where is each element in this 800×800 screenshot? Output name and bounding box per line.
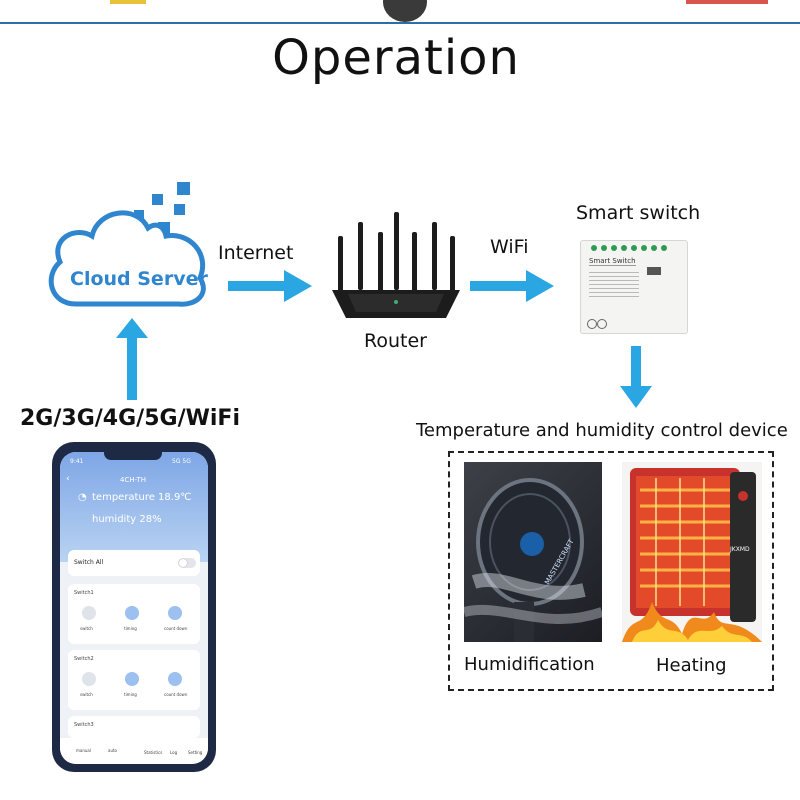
nav-manual[interactable]: manual: [76, 748, 91, 753]
nav-log[interactable]: Log: [170, 750, 178, 755]
arrow-up-icon: [116, 318, 148, 400]
network-label: 2G/3G/4G/5G/WiFi: [20, 406, 240, 431]
page-title: Operation: [272, 30, 520, 86]
cloud-server-icon: [48, 182, 206, 307]
countdown-icon[interactable]: [168, 606, 182, 620]
heater-brand: JKXMD: [730, 546, 750, 553]
switch-all-card: Switch All: [68, 550, 200, 576]
status-time: 9:41: [70, 458, 84, 465]
switch-card: Switch3: [68, 716, 200, 738]
reset-button-icon: [587, 319, 597, 329]
status-signal: 5G 5G: [172, 458, 191, 465]
spec-text-block: [589, 269, 639, 297]
action-label: timing: [124, 692, 137, 697]
smart-switch-label: Smart switch: [576, 202, 701, 224]
router-icon: [332, 212, 460, 318]
nav-statistics[interactable]: Statistics: [144, 750, 163, 755]
thermometer-icon: ◔: [78, 492, 87, 503]
app-header: [60, 452, 208, 562]
top-tab-left: [110, 0, 146, 4]
back-icon[interactable]: ‹: [66, 474, 70, 484]
switch-name: Switch3: [74, 722, 94, 728]
cloud-server-label: Cloud Server: [70, 268, 208, 290]
power-icon[interactable]: [82, 606, 96, 620]
router-label: Router: [364, 330, 427, 352]
action-label: switch: [80, 692, 93, 697]
humidity-readout: humidity 28%: [92, 514, 162, 525]
arrow-right-icon: [228, 270, 312, 302]
top-tab-dot: [383, 0, 427, 22]
power-icon[interactable]: [82, 672, 96, 686]
timer-icon[interactable]: [125, 606, 139, 620]
switch-card: Switch2 switch timing count down: [68, 650, 200, 710]
countdown-icon[interactable]: [168, 672, 182, 686]
arrow-right-icon: [470, 270, 554, 302]
device-name: 4CH-TH: [120, 476, 147, 484]
top-tab-right: [686, 0, 768, 4]
phone-notch: [104, 446, 162, 460]
action-label: count down: [164, 626, 188, 631]
app-bottom-nav: manual auto Statistics Log Setting: [60, 738, 208, 764]
humidification-label: Humidification: [464, 654, 595, 675]
action-label: switch: [80, 626, 93, 631]
timer-icon[interactable]: [125, 672, 139, 686]
temperature-readout: temperature 18.9℃: [92, 492, 192, 503]
heating-label: Heating: [656, 655, 727, 676]
top-divider: [0, 22, 800, 24]
nav-auto[interactable]: auto: [108, 748, 118, 753]
switch-all-label: Switch All: [74, 559, 104, 566]
terminal-row: [591, 245, 667, 251]
smart-switch-header: Smart Switch: [589, 257, 636, 266]
reset-button-icon: [597, 319, 607, 329]
switch-all-toggle[interactable]: [178, 558, 196, 568]
fan-icon: [464, 478, 602, 642]
switch-name: Switch2: [74, 656, 94, 662]
wifi-label: WiFi: [490, 236, 529, 258]
switch-logo: [647, 267, 661, 275]
switch-card: Switch1 switch timing count down: [68, 584, 200, 644]
arrow-down-icon: [620, 346, 652, 408]
nav-setting[interactable]: Setting: [188, 750, 203, 755]
devices-box: [448, 451, 774, 691]
humidifier-photo: MASTERCRAFT: [464, 462, 602, 642]
action-label: count down: [164, 692, 188, 697]
switch-name: Switch1: [74, 590, 94, 596]
heater-icon: [622, 468, 762, 642]
devices-caption: Temperature and humidity control device: [416, 420, 788, 441]
heater-photo: JKXMD: [622, 462, 762, 642]
phone-screen: 9:41 5G 5G ‹ 4CH-TH ◔ temperature 18.9℃ …: [60, 452, 208, 764]
action-label: timing: [124, 626, 137, 631]
smart-switch-device: Smart Switch: [580, 240, 688, 334]
internet-label: Internet: [218, 242, 294, 264]
